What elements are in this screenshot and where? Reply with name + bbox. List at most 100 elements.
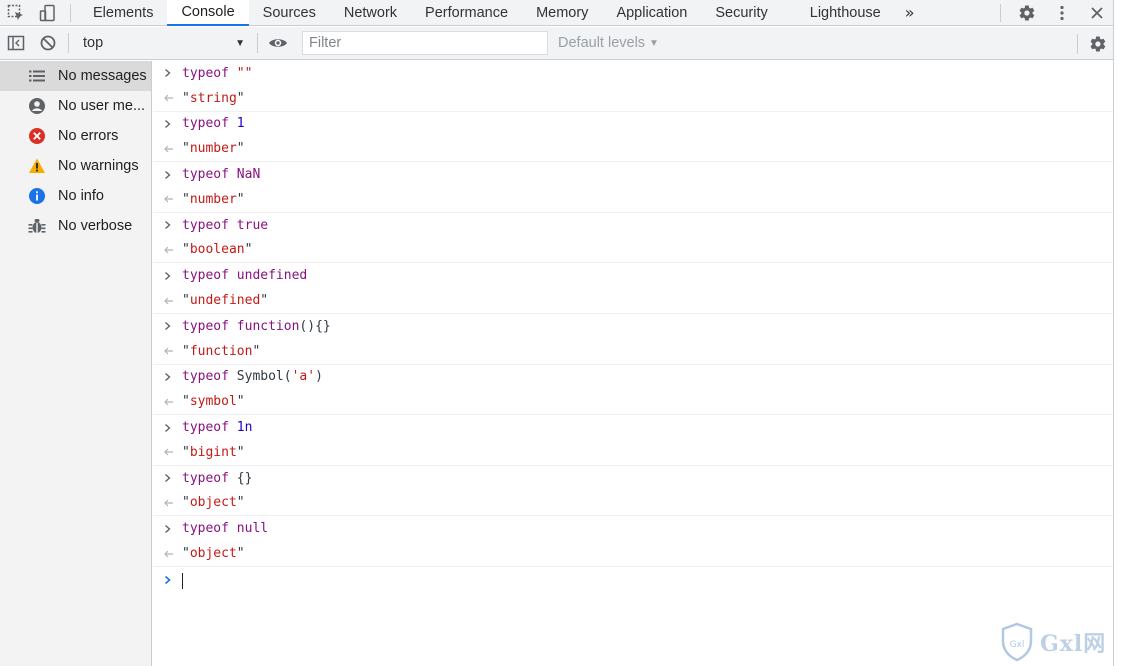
result-value: object xyxy=(189,546,237,562)
filter-input[interactable] xyxy=(302,31,548,55)
code-token: 'a' xyxy=(291,369,316,385)
result-value: string xyxy=(189,90,237,106)
console-input-line[interactable]: typeof 1n xyxy=(153,415,1114,440)
toggle-sidebar-button[interactable] xyxy=(0,29,32,57)
result-value: undefined xyxy=(189,293,261,309)
console-prompt-input[interactable] xyxy=(153,567,1114,595)
tab-network[interactable]: Network xyxy=(343,5,398,21)
console-settings-button[interactable] xyxy=(1082,30,1114,58)
console-result-line[interactable]: "number" xyxy=(153,187,1114,212)
console-result-line[interactable]: "function" xyxy=(153,339,1114,364)
console-result-line[interactable]: "symbol" xyxy=(153,389,1114,414)
console-entry: typeof 1n"bigint" xyxy=(153,415,1114,466)
result-value: function xyxy=(189,343,253,359)
devtools-tab-bar: Elements Console Sources Network Performance… xyxy=(0,0,1114,26)
console-result-line[interactable]: "object" xyxy=(153,541,1114,566)
tabbar-actions xyxy=(1000,0,1114,26)
result-arrow-icon xyxy=(163,346,182,356)
result-arrow-icon xyxy=(163,296,182,306)
tab-console[interactable]: Console xyxy=(167,0,249,26)
code-token: {} xyxy=(236,470,253,486)
warning-icon xyxy=(28,157,46,175)
tab-lighthouse[interactable]: Lighthouse xyxy=(809,5,881,21)
sidebar-item-label: No verbose xyxy=(58,218,133,234)
code-token: 1 xyxy=(236,116,245,132)
tab-elements[interactable]: Elements xyxy=(93,5,154,21)
sidebar-item-label: No info xyxy=(58,188,104,204)
code-token: typeof xyxy=(182,167,237,183)
active-prompt-icon xyxy=(163,573,173,589)
tab-application[interactable]: Application xyxy=(616,5,688,21)
quote-mark: " xyxy=(182,90,190,106)
input-prompt-icon xyxy=(163,271,182,281)
result-arrow-icon xyxy=(163,397,182,407)
console-output[interactable]: typeof """string"typeof 1"number"typeof … xyxy=(153,61,1114,666)
close-devtools-button[interactable] xyxy=(1079,0,1114,26)
console-input-line[interactable]: typeof 1 xyxy=(153,112,1114,137)
console-input-line[interactable]: typeof NaN xyxy=(153,162,1114,187)
device-mode-icon xyxy=(39,4,55,22)
sidebar-item-list[interactable]: No messages xyxy=(0,61,151,91)
console-input-line[interactable]: typeof Symbol('a') xyxy=(153,365,1114,390)
quote-mark: " xyxy=(182,191,190,207)
customize-menu-button[interactable] xyxy=(1044,0,1079,26)
tab-memory[interactable]: Memory xyxy=(536,5,589,21)
console-result-line[interactable]: "object" xyxy=(153,491,1114,516)
settings-button[interactable] xyxy=(1009,0,1044,26)
console-result-line[interactable]: "boolean" xyxy=(153,238,1114,263)
console-entry: typeof NaN"number" xyxy=(153,162,1114,213)
sidebar-item-warning[interactable]: No warnings xyxy=(0,151,151,181)
tab-sources[interactable]: Sources xyxy=(262,5,316,21)
sidebar-item-error[interactable]: No errors xyxy=(0,121,151,151)
close-icon xyxy=(1090,7,1103,19)
quote-mark: " xyxy=(182,444,190,460)
code-token: function xyxy=(236,318,300,334)
clear-console-button[interactable] xyxy=(32,29,64,57)
panel-tabs: Elements Console Sources Network Performance… xyxy=(79,0,895,26)
result-value: bigint xyxy=(189,444,237,460)
more-tabs-button[interactable]: » xyxy=(904,3,915,22)
console-input-line[interactable]: typeof {} xyxy=(153,466,1114,491)
console-input-line[interactable]: typeof function(){} xyxy=(153,314,1114,339)
context-selector[interactable]: top ▼ xyxy=(73,30,253,56)
sidebar-item-info[interactable]: No info xyxy=(0,181,151,211)
console-result-line[interactable]: "number" xyxy=(153,136,1114,161)
clear-icon xyxy=(40,35,56,51)
console-input-line[interactable]: typeof true xyxy=(153,213,1114,238)
site-watermark: Gxl Gxl网 xyxy=(1000,620,1130,664)
log-levels-label: Default levels xyxy=(558,35,646,51)
inspect-element-button[interactable] xyxy=(0,0,32,26)
console-input-line[interactable]: typeof undefined xyxy=(153,263,1114,288)
input-prompt-icon xyxy=(163,423,182,433)
device-toolbar-button[interactable] xyxy=(32,0,64,26)
console-result-line[interactable]: "undefined" xyxy=(153,288,1114,313)
console-result-line[interactable]: "string" xyxy=(153,86,1114,111)
quote-mark: " xyxy=(260,293,269,309)
result-arrow-icon xyxy=(163,245,182,255)
sidebar-item-bug[interactable]: No verbose xyxy=(0,211,151,241)
quote-mark: " xyxy=(236,90,245,106)
input-prompt-icon xyxy=(163,170,182,180)
result-value: number xyxy=(189,191,237,207)
panel-right-border xyxy=(1113,0,1114,666)
sidebar-item-label: No user me... xyxy=(58,98,146,114)
input-prompt-icon xyxy=(163,321,182,331)
sidebar-toggle-icon xyxy=(7,35,25,51)
console-input-line[interactable]: typeof null xyxy=(153,516,1114,541)
tab-security[interactable]: Security xyxy=(715,5,768,21)
info-icon xyxy=(28,187,46,205)
console-result-line[interactable]: "bigint" xyxy=(153,440,1114,465)
tab-performance[interactable]: Performance xyxy=(425,5,509,21)
code-token: typeof xyxy=(182,268,237,284)
result-value: object xyxy=(189,495,237,511)
log-levels-dropdown[interactable]: Default levels ▼ xyxy=(558,35,659,51)
toolbar-right-actions xyxy=(1077,27,1114,60)
result-arrow-icon xyxy=(163,194,182,204)
console-input-line[interactable]: typeof "" xyxy=(153,61,1114,86)
live-expression-button[interactable] xyxy=(262,29,294,57)
bug-icon xyxy=(28,217,46,235)
sidebar-item-user[interactable]: No user me... xyxy=(0,91,151,121)
result-value: boolean xyxy=(189,242,245,258)
console-entry: typeof undefined"undefined" xyxy=(153,263,1114,314)
